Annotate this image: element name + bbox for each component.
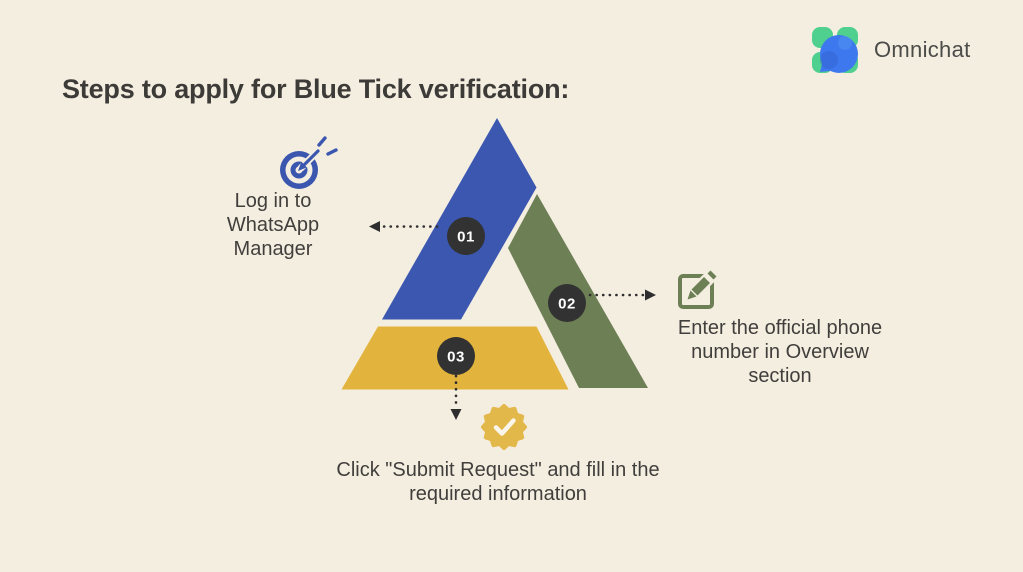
brand-lockup: Omnichat: [811, 26, 971, 74]
step2-label: Enter the official phone number in Overv…: [630, 316, 930, 388]
step2-line1: Enter the official phone: [677, 317, 883, 339]
step1-line1: Log in to: [234, 190, 312, 212]
step3-line1: Click "Submit Request" and fill in the: [336, 459, 660, 481]
omnichat-logo-icon: [812, 27, 858, 73]
step2-badge: 02: [548, 284, 586, 322]
step2-line2: number in Overview: [691, 341, 869, 363]
step3-number: 03: [447, 349, 465, 366]
arrowhead-right-icon: [645, 289, 656, 301]
page-title: Steps to apply for Blue Tick verificatio…: [62, 74, 570, 104]
edit-pencil-icon: [678, 263, 724, 309]
arrow-step3: [450, 374, 462, 420]
arrow-step2: [588, 289, 656, 301]
step1-label: Log in to WhatsApp Manager: [183, 189, 363, 261]
step2-line3: section: [748, 365, 812, 387]
verified-badge-icon: [481, 404, 527, 450]
brand-name: Omnichat: [874, 37, 971, 62]
step3-label: Click "Submit Request" and fill in the r…: [278, 458, 718, 506]
step3-line2: required information: [409, 483, 587, 505]
step2-number: 02: [558, 296, 576, 313]
arrow-step1: [369, 221, 439, 232]
arrowhead-down-icon: [450, 409, 462, 420]
step1-badge: 01: [447, 217, 485, 255]
step1-number: 01: [457, 229, 475, 246]
step3-badge: 03: [437, 337, 475, 375]
target-goal-icon: [280, 136, 338, 189]
step1-line2: WhatsApp: [226, 214, 320, 236]
step1-line3: Manager: [233, 238, 313, 260]
arrowhead-left-icon: [369, 221, 380, 232]
